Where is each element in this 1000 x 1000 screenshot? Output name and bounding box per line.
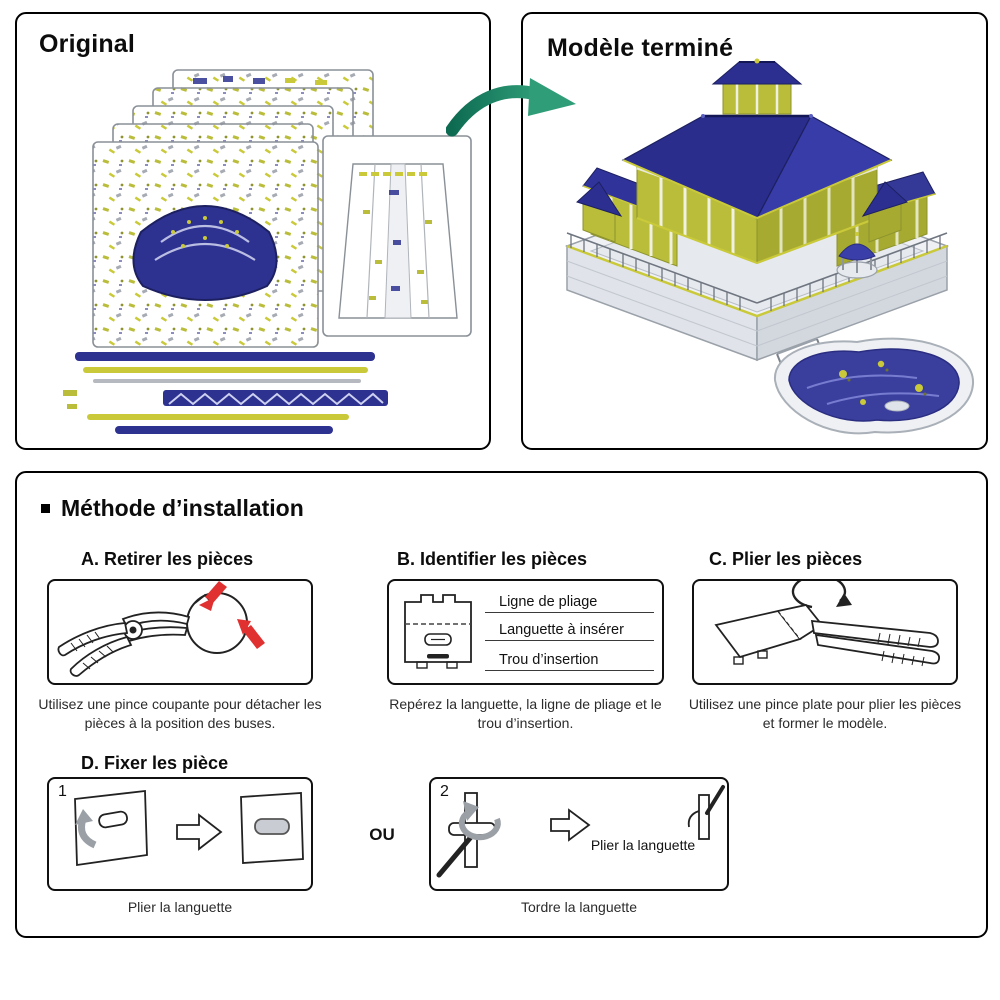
- step-d-box-1-caption: Plier la languette: [127, 899, 233, 915]
- step-a-caption: Utilisez une pince coupante pour détache…: [38, 696, 322, 731]
- gazebo: [836, 232, 878, 279]
- box-2-inner-label: Plier la languette: [590, 837, 696, 853]
- result-arrow: [176, 813, 223, 851]
- label-row-fold-line: Ligne de pliage: [485, 585, 654, 613]
- main-hall: [636, 163, 878, 265]
- twist-direction-arrow: [458, 801, 501, 841]
- cutting-pliers: [57, 611, 191, 677]
- finished-model-illustration: [564, 58, 975, 435]
- fold-tab-illustration: [74, 789, 304, 867]
- bullet-square-icon: [41, 504, 50, 513]
- pond: [773, 337, 975, 435]
- finished-title: Modèle terminé: [547, 34, 734, 62]
- twist-tab-illustration: [436, 785, 725, 878]
- flat-pliers: [810, 619, 941, 665]
- fold-line-label: Ligne de pliage: [499, 594, 598, 610]
- slot-label: Trou d’insertion: [499, 652, 599, 668]
- step-a-box: [47, 579, 313, 685]
- central-pavilion: [711, 58, 803, 115]
- step-a-heading: A. Retirer les pièces: [81, 549, 254, 569]
- red-cut-arrows: [199, 581, 265, 649]
- step-c-heading: C. Plier les pièces: [709, 549, 863, 569]
- step-d-box-2-caption: Tordre la languette: [521, 899, 637, 915]
- bending-pliers-illustration: [714, 581, 941, 667]
- metal-sheets-illustration: [63, 69, 472, 434]
- bridge-sheet: [322, 135, 472, 337]
- step-b-box: Ligne de pliage Languette à insérer Trou…: [387, 579, 664, 685]
- method-header: Méthode d’installation: [41, 495, 304, 522]
- fence: [566, 232, 948, 311]
- blue-fan-piece: [132, 205, 278, 301]
- original-panel: Original: [15, 12, 491, 450]
- box-1-number: 1: [58, 783, 67, 800]
- label-row-tab: Languette à insérer: [485, 613, 654, 641]
- installation-method-panel: Méthode d’installation A. Retirer les pi…: [15, 471, 988, 938]
- fold-direction-arrow: [75, 809, 97, 849]
- step-c-caption: Utilisez une pince plate pour plier les …: [688, 696, 962, 731]
- transform-arrow-icon: [446, 78, 576, 137]
- step-d-box-2: 2 Plier la languette: [429, 777, 729, 891]
- label-row-slot: Trou d’insertion: [485, 641, 654, 671]
- main-roof: [621, 114, 893, 220]
- piece-anatomy-diagram: [404, 594, 472, 669]
- tab-label: Languette à insérer: [499, 622, 624, 638]
- result-arrow: [550, 808, 591, 842]
- or-label: OU: [369, 825, 395, 844]
- strip-pieces: [63, 352, 388, 434]
- step-b-heading: B. Identifier les pièces: [397, 549, 588, 569]
- original-title: Original: [39, 30, 136, 58]
- step-d-box-1: 1: [47, 777, 313, 891]
- method-title: Méthode d’installation: [61, 495, 304, 521]
- step-b-caption: Repérez la languette, la ligne de pliage…: [389, 696, 662, 731]
- box-2-number: 2: [440, 783, 449, 800]
- step-c-box: [692, 579, 958, 685]
- sheet-top-details: [193, 76, 327, 85]
- step-d-heading: D. Fixer les pièce: [81, 753, 229, 773]
- finished-model-panel: Modèle terminé: [521, 12, 988, 450]
- corner-towers: [576, 181, 908, 243]
- cutting-pliers-illustration: [57, 581, 265, 677]
